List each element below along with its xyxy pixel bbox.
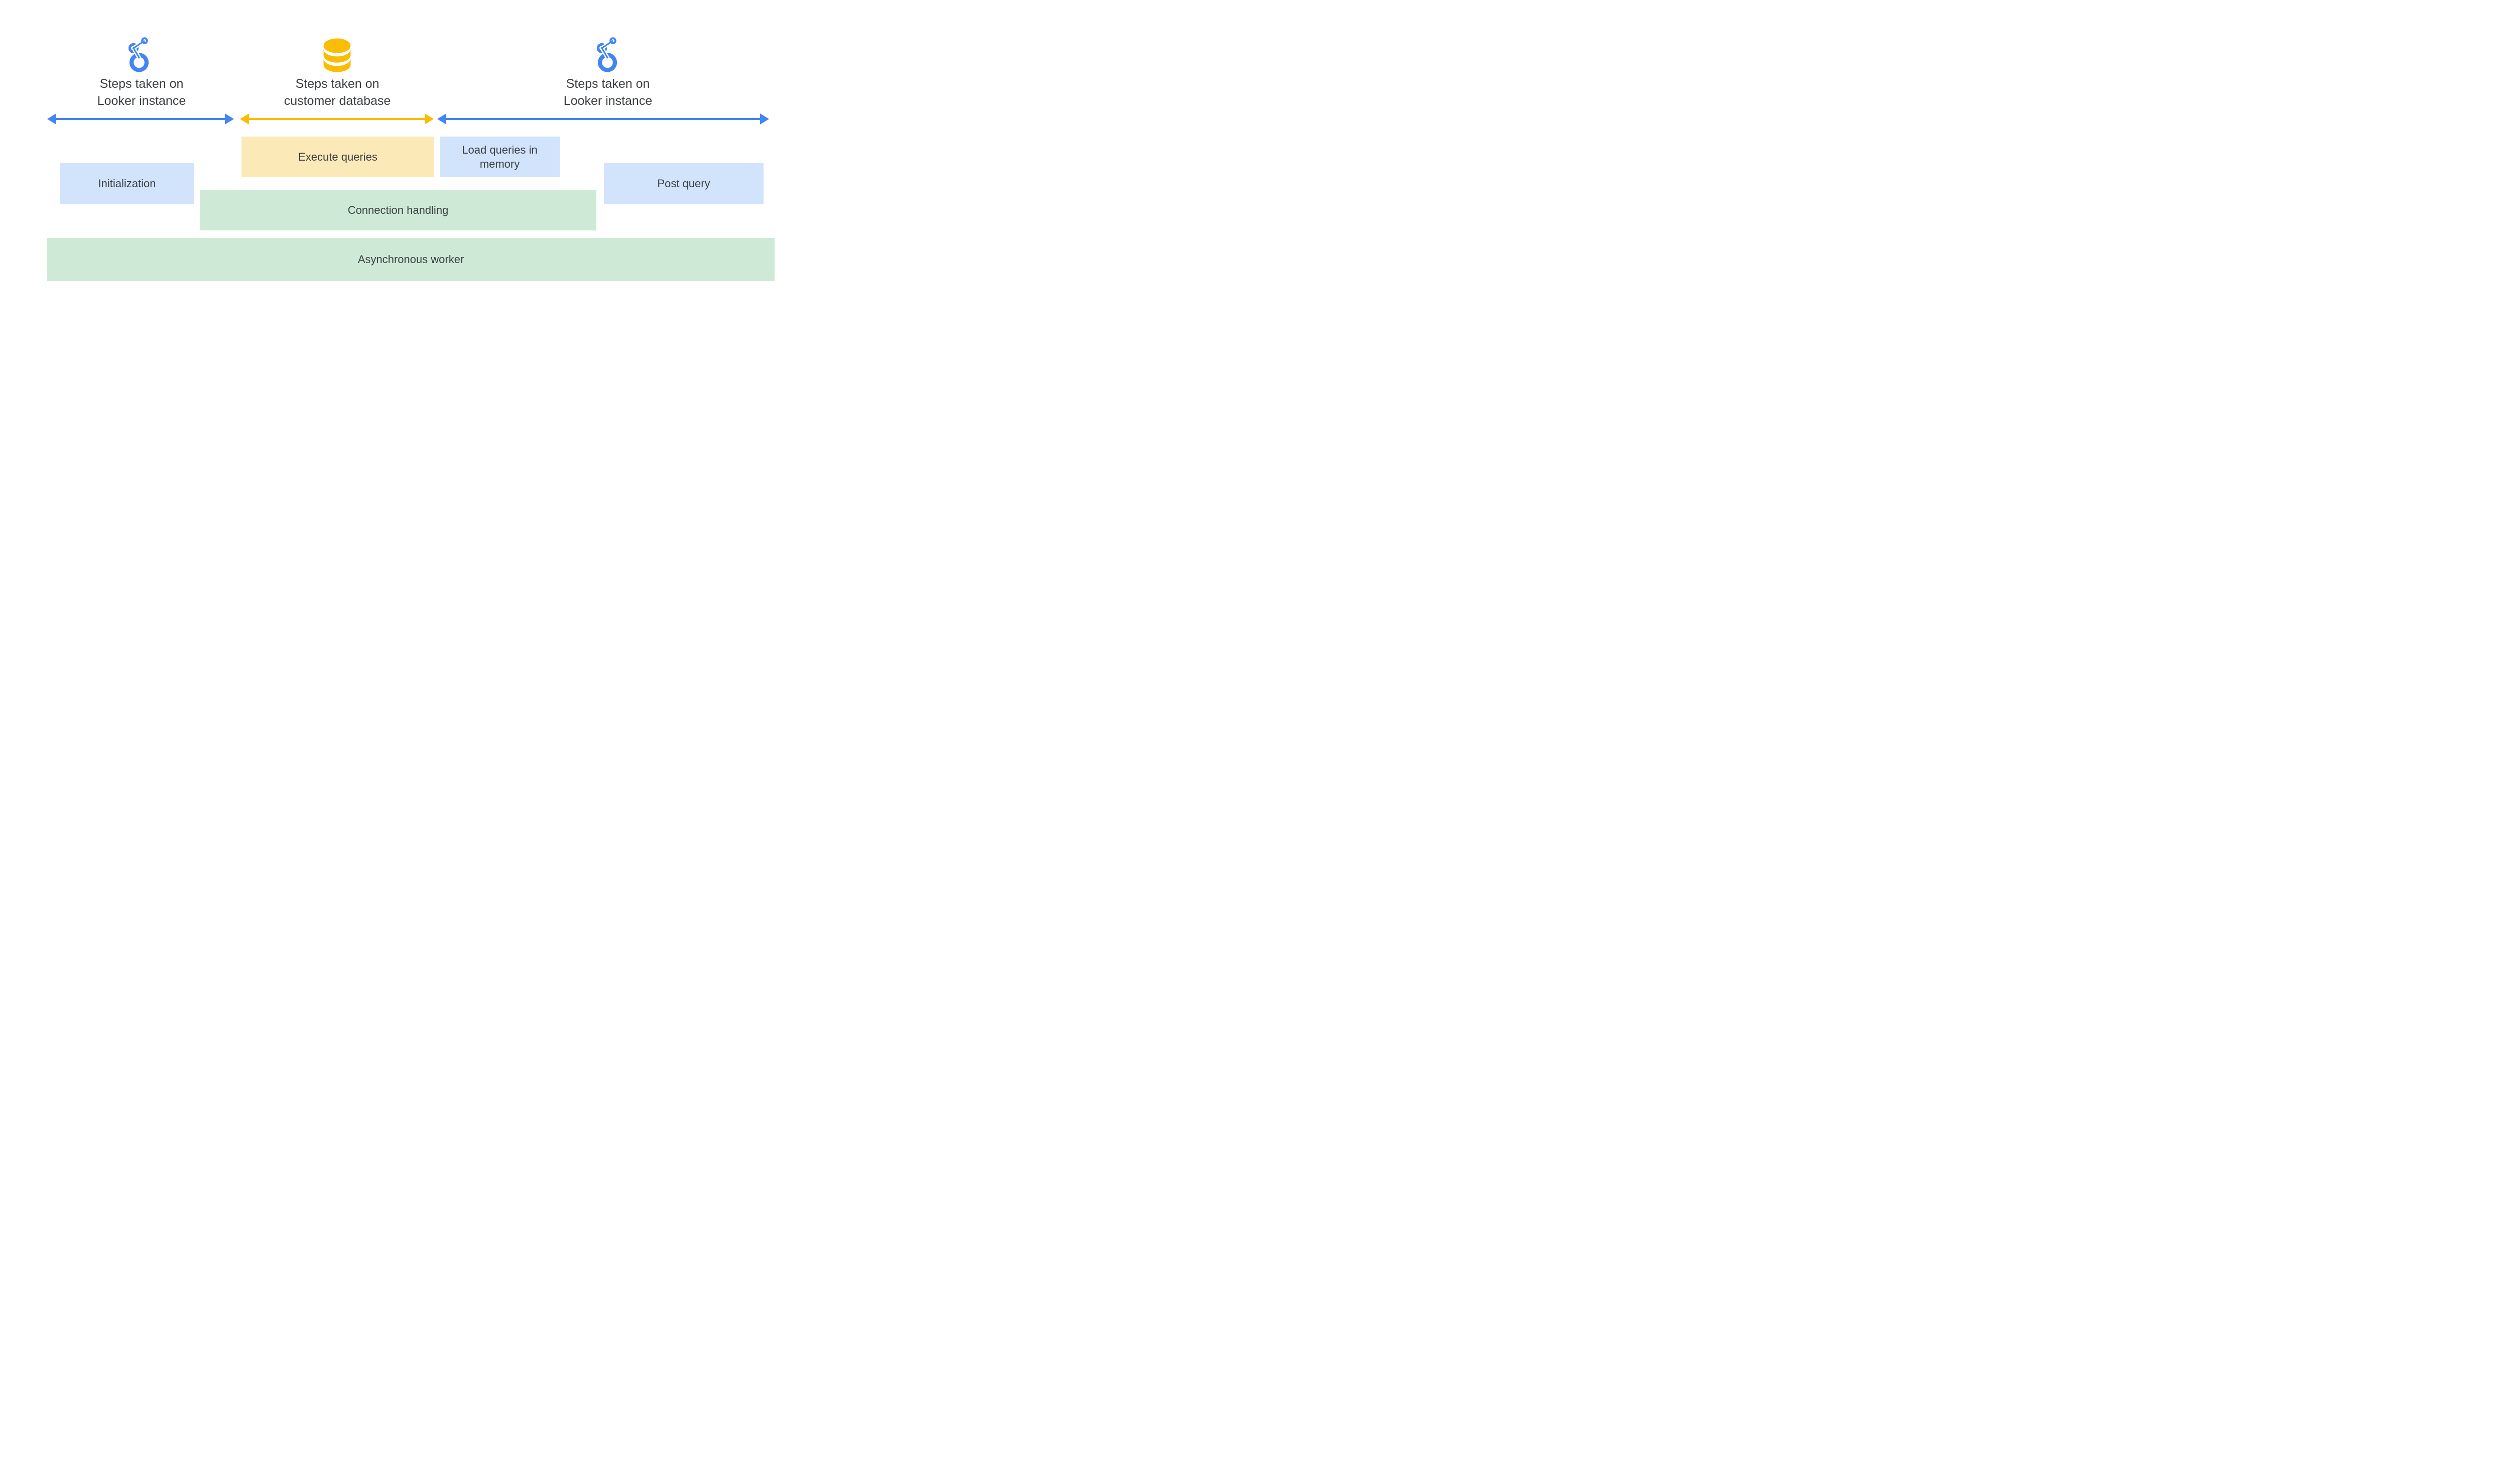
middle-span-arrow	[240, 113, 434, 125]
section-label-middle-line1: Steps taken on	[295, 77, 380, 91]
execute-queries-box: Execute queries	[241, 137, 434, 177]
section-label-right: Steps taken on Looker instance	[564, 75, 653, 109]
async-worker-box: Asynchronous worker	[47, 238, 775, 281]
diagram-canvas: Steps taken on Looker instance Steps tak…	[0, 0, 803, 297]
database-icon	[323, 38, 351, 72]
section-label-left-line2: Looker instance	[97, 94, 186, 108]
load-queries-label: Load queries in memory	[462, 143, 538, 170]
execute-queries-label: Execute queries	[298, 150, 378, 163]
looker-icon	[596, 37, 617, 72]
section-label-middle-line2: customer database	[284, 94, 391, 108]
section-label-right-line1: Steps taken on	[566, 77, 650, 91]
connection-handling-label: Connection handling	[347, 203, 449, 216]
load-queries-box: Load queries in memory	[440, 137, 560, 177]
post-query-label: Post query	[657, 177, 710, 190]
section-label-right-line2: Looker instance	[563, 94, 653, 108]
initialization-label: Initialization	[98, 177, 156, 190]
post-query-box: Post query	[604, 163, 764, 204]
looker-icon	[128, 37, 149, 72]
section-label-left: Steps taken on Looker instance	[97, 75, 186, 109]
right-span-arrow	[437, 113, 769, 125]
section-label-middle: Steps taken on customer database	[284, 75, 391, 109]
left-span-arrow	[47, 113, 234, 125]
section-label-left-line1: Steps taken on	[99, 77, 184, 91]
connection-handling-box: Connection handling	[200, 190, 596, 230]
async-worker-label: Asynchronous worker	[357, 253, 464, 266]
initialization-box: Initialization	[60, 163, 194, 204]
